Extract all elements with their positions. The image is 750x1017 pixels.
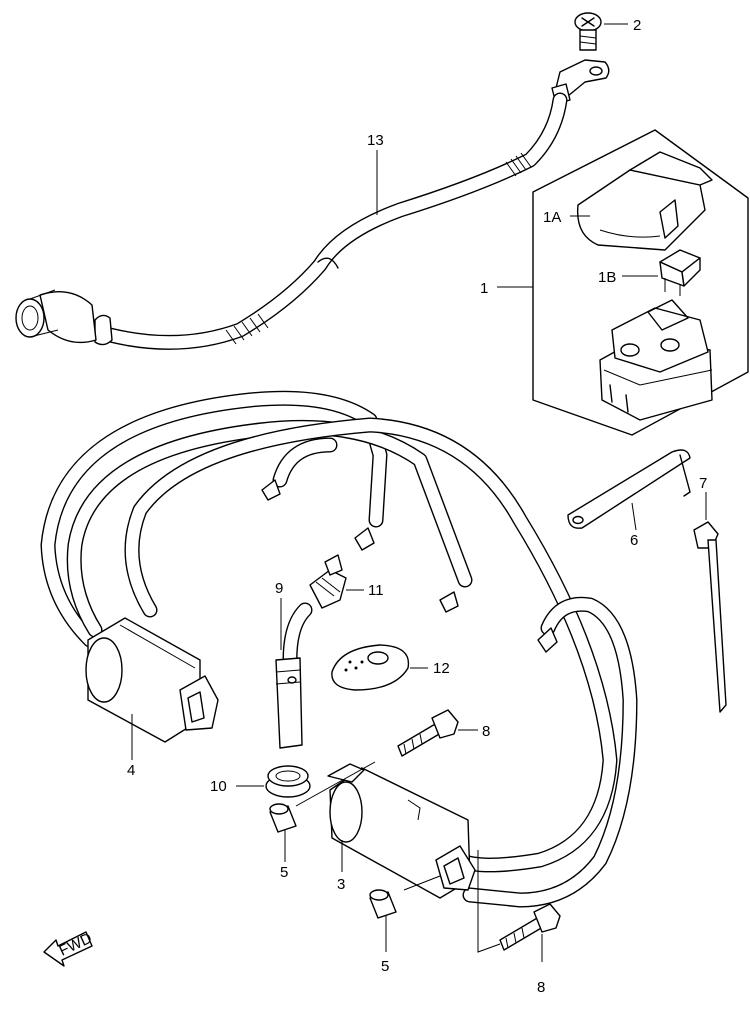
leader-3-c [403, 875, 441, 891]
part-4-ignition-coil [85, 617, 219, 743]
part-1-relay-body [599, 299, 713, 421]
callout-5-upper: 5 [280, 864, 288, 881]
leader-3-b [295, 761, 376, 807]
callout-9: 9 [275, 580, 283, 597]
callout-8-lower: 8 [537, 979, 545, 996]
callout-5-lower: 5 [381, 958, 389, 975]
part-1a-relay-cover [576, 151, 713, 251]
part-10-seal [265, 765, 311, 798]
part-5-spacer-upper [269, 803, 297, 833]
part-5-spacer-lower [369, 889, 397, 919]
callout-1b: 1B [598, 269, 616, 286]
callout-7: 7 [699, 475, 707, 492]
callout-8-upper: 8 [482, 723, 490, 740]
part-8-bolt-lower [499, 903, 561, 951]
part-1-relay-box [532, 129, 749, 436]
part-8-bolt-upper [397, 709, 459, 757]
part-2-bolt [574, 12, 602, 51]
leader-8-bridge [477, 850, 501, 953]
callout-1a: 1A [543, 209, 561, 226]
callout-11: 11 [368, 582, 384, 599]
part-11-connector [309, 554, 347, 609]
callout-3: 3 [337, 876, 345, 893]
part-3-ignition-coil [327, 763, 476, 899]
part-12-grommet [331, 644, 410, 691]
part-13-cable [15, 59, 610, 350]
part-1b-fuse [659, 249, 701, 296]
part-6-bracket [567, 449, 691, 529]
leader-6 [631, 502, 637, 531]
wire-bundle [40, 390, 638, 908]
callout-2: 2 [633, 17, 641, 34]
callout-4: 4 [127, 762, 135, 779]
fwd-label: FWD [57, 930, 95, 960]
callout-13: 13 [367, 132, 384, 149]
forward-arrow-icon: FWD [43, 930, 95, 967]
callout-10: 10 [210, 778, 227, 795]
part-9-plug-lead [275, 602, 313, 749]
callout-6: 6 [630, 532, 638, 549]
callout-1: 1 [480, 280, 488, 297]
callout-12: 12 [433, 660, 450, 677]
part-7-cable-tie [693, 521, 727, 713]
